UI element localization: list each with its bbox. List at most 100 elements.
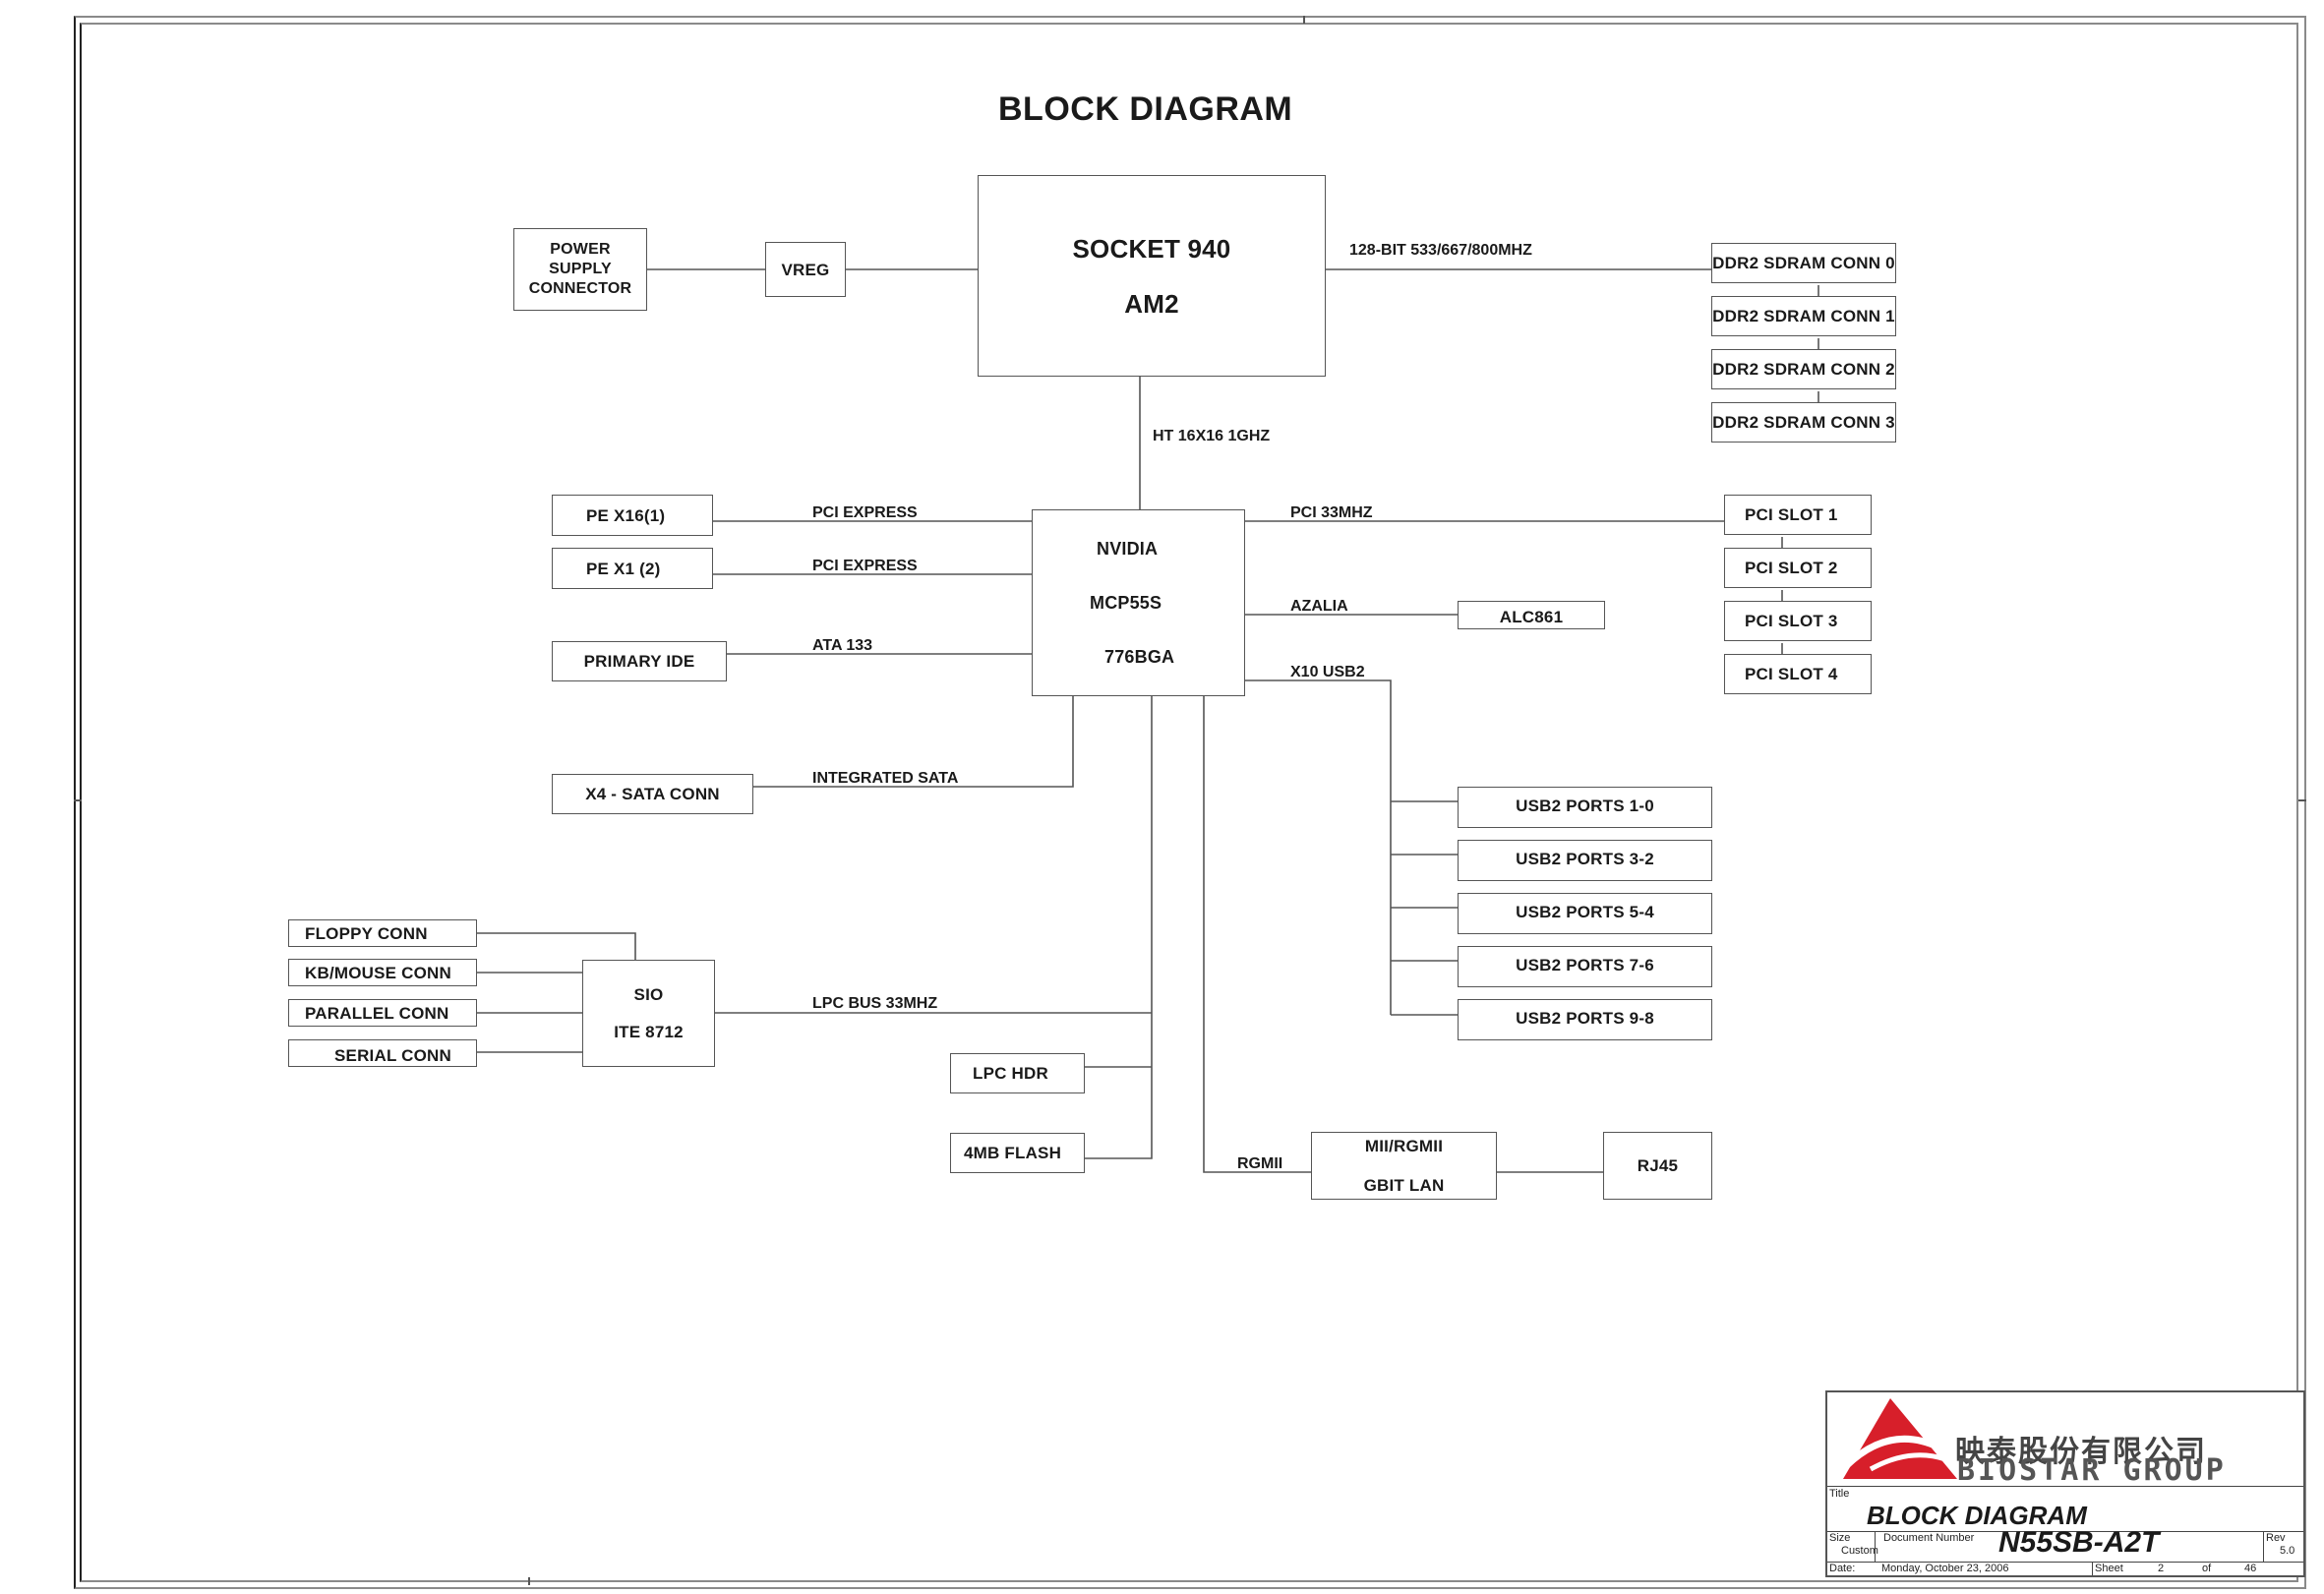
title-block-divider xyxy=(1827,1531,2303,1532)
page-title: BLOCK DIAGRAM xyxy=(998,90,1293,128)
pci-slot-label: PCI SLOT 1 xyxy=(1745,505,1838,524)
frame-tick xyxy=(74,799,82,801)
date-label: Date: xyxy=(1829,1563,1856,1574)
usb-port-label: USB2 PORTS 7-6 xyxy=(1516,956,1654,974)
primary-ide-label: PRIMARY IDE xyxy=(583,652,695,671)
pci-slot-block: PCI SLOT 3 xyxy=(1724,601,1872,641)
sheet-total: 46 xyxy=(2244,1563,2257,1574)
bios-flash-block: 4MB FLASH xyxy=(950,1133,1085,1173)
pci-bus-label: PCI 33MHZ xyxy=(1290,504,1373,521)
usb-port-block: USB2 PORTS 1-0 xyxy=(1458,787,1712,828)
gbit-lan-label-2: GBIT LAN xyxy=(1363,1175,1445,1195)
lpc-bus-label: LPC BUS 33MHZ xyxy=(812,995,938,1012)
kb-mouse-connector-block: KB/MOUSE CONN xyxy=(288,959,477,986)
dimm-label: DDR2 SDRAM CONN 0 xyxy=(1712,254,1895,272)
dimm-label: DDR2 SDRAM CONN 3 xyxy=(1712,413,1895,432)
chipset-label-3: 776BGA xyxy=(1104,646,1175,667)
sheet-number: 2 xyxy=(2158,1563,2165,1574)
company-name-cn: 映泰股份有限公司 xyxy=(1955,1436,2207,1468)
size-divider xyxy=(1875,1531,1876,1562)
gbit-lan-block: MII/RGMII GBIT LAN xyxy=(1311,1132,1497,1200)
revision-label: Rev xyxy=(2266,1532,2286,1544)
rev-divider xyxy=(2263,1531,2264,1562)
size-field-label: Size xyxy=(1829,1532,1851,1544)
cpu-label-2: AM2 xyxy=(1124,288,1179,319)
super-io-label-2: ITE 8712 xyxy=(614,1022,684,1041)
audio-codec-label: ALC861 xyxy=(1499,608,1564,626)
azalia-label: AZALIA xyxy=(1290,598,1348,615)
pci-slot-block: PCI SLOT 1 xyxy=(1724,495,1872,535)
dimm-block: DDR2 SDRAM CONN 2 xyxy=(1711,349,1896,389)
pe-x16-label: PE X16(1) xyxy=(586,505,666,525)
super-io-block: SIO ITE 8712 xyxy=(582,960,715,1067)
primary-ide-block: PRIMARY IDE xyxy=(552,641,727,681)
power-label-2: SUPPLY xyxy=(549,261,612,277)
lpc-header-block: LPC HDR xyxy=(950,1053,1085,1093)
size-field-value: Custom xyxy=(1841,1545,1878,1557)
usb-port-label: USB2 PORTS 3-2 xyxy=(1516,850,1654,868)
power-supply-connector-block: POWER SUPPLY CONNECTOR xyxy=(513,228,647,311)
cpu-socket-block: SOCKET 940 AM2 xyxy=(978,175,1326,377)
ata-133-label: ATA 133 xyxy=(812,637,873,654)
title-field-value: BLOCK DIAGRAM xyxy=(1867,1501,2087,1530)
usb-port-label: USB2 PORTS 1-0 xyxy=(1516,797,1654,815)
frame-tick xyxy=(528,1577,530,1585)
power-label-3: CONNECTOR xyxy=(528,280,632,297)
frame-tick xyxy=(1303,16,1305,24)
integrated-sata-label: INTEGRATED SATA xyxy=(812,770,959,787)
wire-sata xyxy=(753,696,1074,788)
dimm-block: DDR2 SDRAM CONN 3 xyxy=(1711,402,1896,443)
usb-port-block: USB2 PORTS 3-2 xyxy=(1458,840,1712,881)
serial-connector-block: SERIAL CONN xyxy=(288,1039,477,1067)
company-name-en: BIOSTAR GROUP xyxy=(1957,1453,2227,1488)
chipset-label-1: NVIDIA xyxy=(1097,538,1159,559)
serial-connector-label: SERIAL CONN xyxy=(334,1046,452,1065)
usb-port-block: USB2 PORTS 7-6 xyxy=(1458,946,1712,987)
usb-port-label: USB2 PORTS 9-8 xyxy=(1516,1009,1654,1028)
bios-flash-label: 4MB FLASH xyxy=(964,1144,1062,1162)
sheet-divider xyxy=(2092,1562,2093,1575)
rgmii-label: RGMII xyxy=(1237,1155,1283,1172)
chipset-label-2: MCP55S xyxy=(1090,592,1162,613)
pci-slot-label: PCI SLOT 2 xyxy=(1745,559,1838,577)
usb-port-block: USB2 PORTS 9-8 xyxy=(1458,999,1712,1040)
wire-rgmii xyxy=(1203,696,1311,1173)
usb-bus-label: X10 USB2 xyxy=(1290,664,1365,680)
cpu-label-1: SOCKET 940 xyxy=(1072,233,1231,264)
sheet-label: Sheet xyxy=(2095,1563,2123,1574)
pci-express-label: PCI EXPRESS xyxy=(812,504,918,521)
pci-express-label: PCI EXPRESS xyxy=(812,558,918,574)
pe-x1-label: PE X1 (2) xyxy=(586,559,661,578)
vreg-label: VREG xyxy=(781,260,830,279)
dimm-block: DDR2 SDRAM CONN 1 xyxy=(1711,296,1896,336)
hypertransport-label: HT 16X16 1GHZ xyxy=(1153,428,1271,444)
wire-floppy xyxy=(476,932,636,960)
super-io-label-1: SIO xyxy=(633,984,664,1004)
title-field-label: Title xyxy=(1829,1488,1850,1500)
pci-slot-label: PCI SLOT 3 xyxy=(1745,612,1838,630)
chipset-block: NVIDIA MCP55S 776BGA xyxy=(1032,509,1245,696)
memory-bus-label: 128-BIT 533/667/800MHZ xyxy=(1349,242,1532,259)
kb-mouse-connector-label: KB/MOUSE CONN xyxy=(305,963,451,982)
floppy-connector-label: FLOPPY CONN xyxy=(305,923,428,943)
rj45-label: RJ45 xyxy=(1637,1156,1679,1175)
title-block-divider xyxy=(1827,1486,2303,1487)
revision-value: 5.0 xyxy=(2280,1545,2295,1557)
lpc-header-label: LPC HDR xyxy=(973,1064,1048,1083)
document-number-value: N55SB-A2T xyxy=(1998,1526,2160,1559)
parallel-connector-block: PARALLEL CONN xyxy=(288,999,477,1027)
sheet-border-inner xyxy=(80,23,2298,1582)
usb-port-block: USB2 PORTS 5-4 xyxy=(1458,893,1712,934)
vreg-block: VREG xyxy=(765,242,846,297)
title-block-divider xyxy=(1827,1562,2303,1563)
parallel-connector-label: PARALLEL CONN xyxy=(305,1003,449,1023)
pci-slot-block: PCI SLOT 4 xyxy=(1724,654,1872,694)
wire-usb-trunk xyxy=(1245,679,1392,1015)
dimm-label: DDR2 SDRAM CONN 2 xyxy=(1712,360,1895,379)
frame-tick xyxy=(2298,799,2306,801)
pci-slot-label: PCI SLOT 4 xyxy=(1745,665,1838,683)
rj45-block: RJ45 xyxy=(1603,1132,1712,1200)
wire-lpc-trunk xyxy=(1085,696,1153,1159)
document-number-label: Document Number xyxy=(1883,1532,1975,1544)
